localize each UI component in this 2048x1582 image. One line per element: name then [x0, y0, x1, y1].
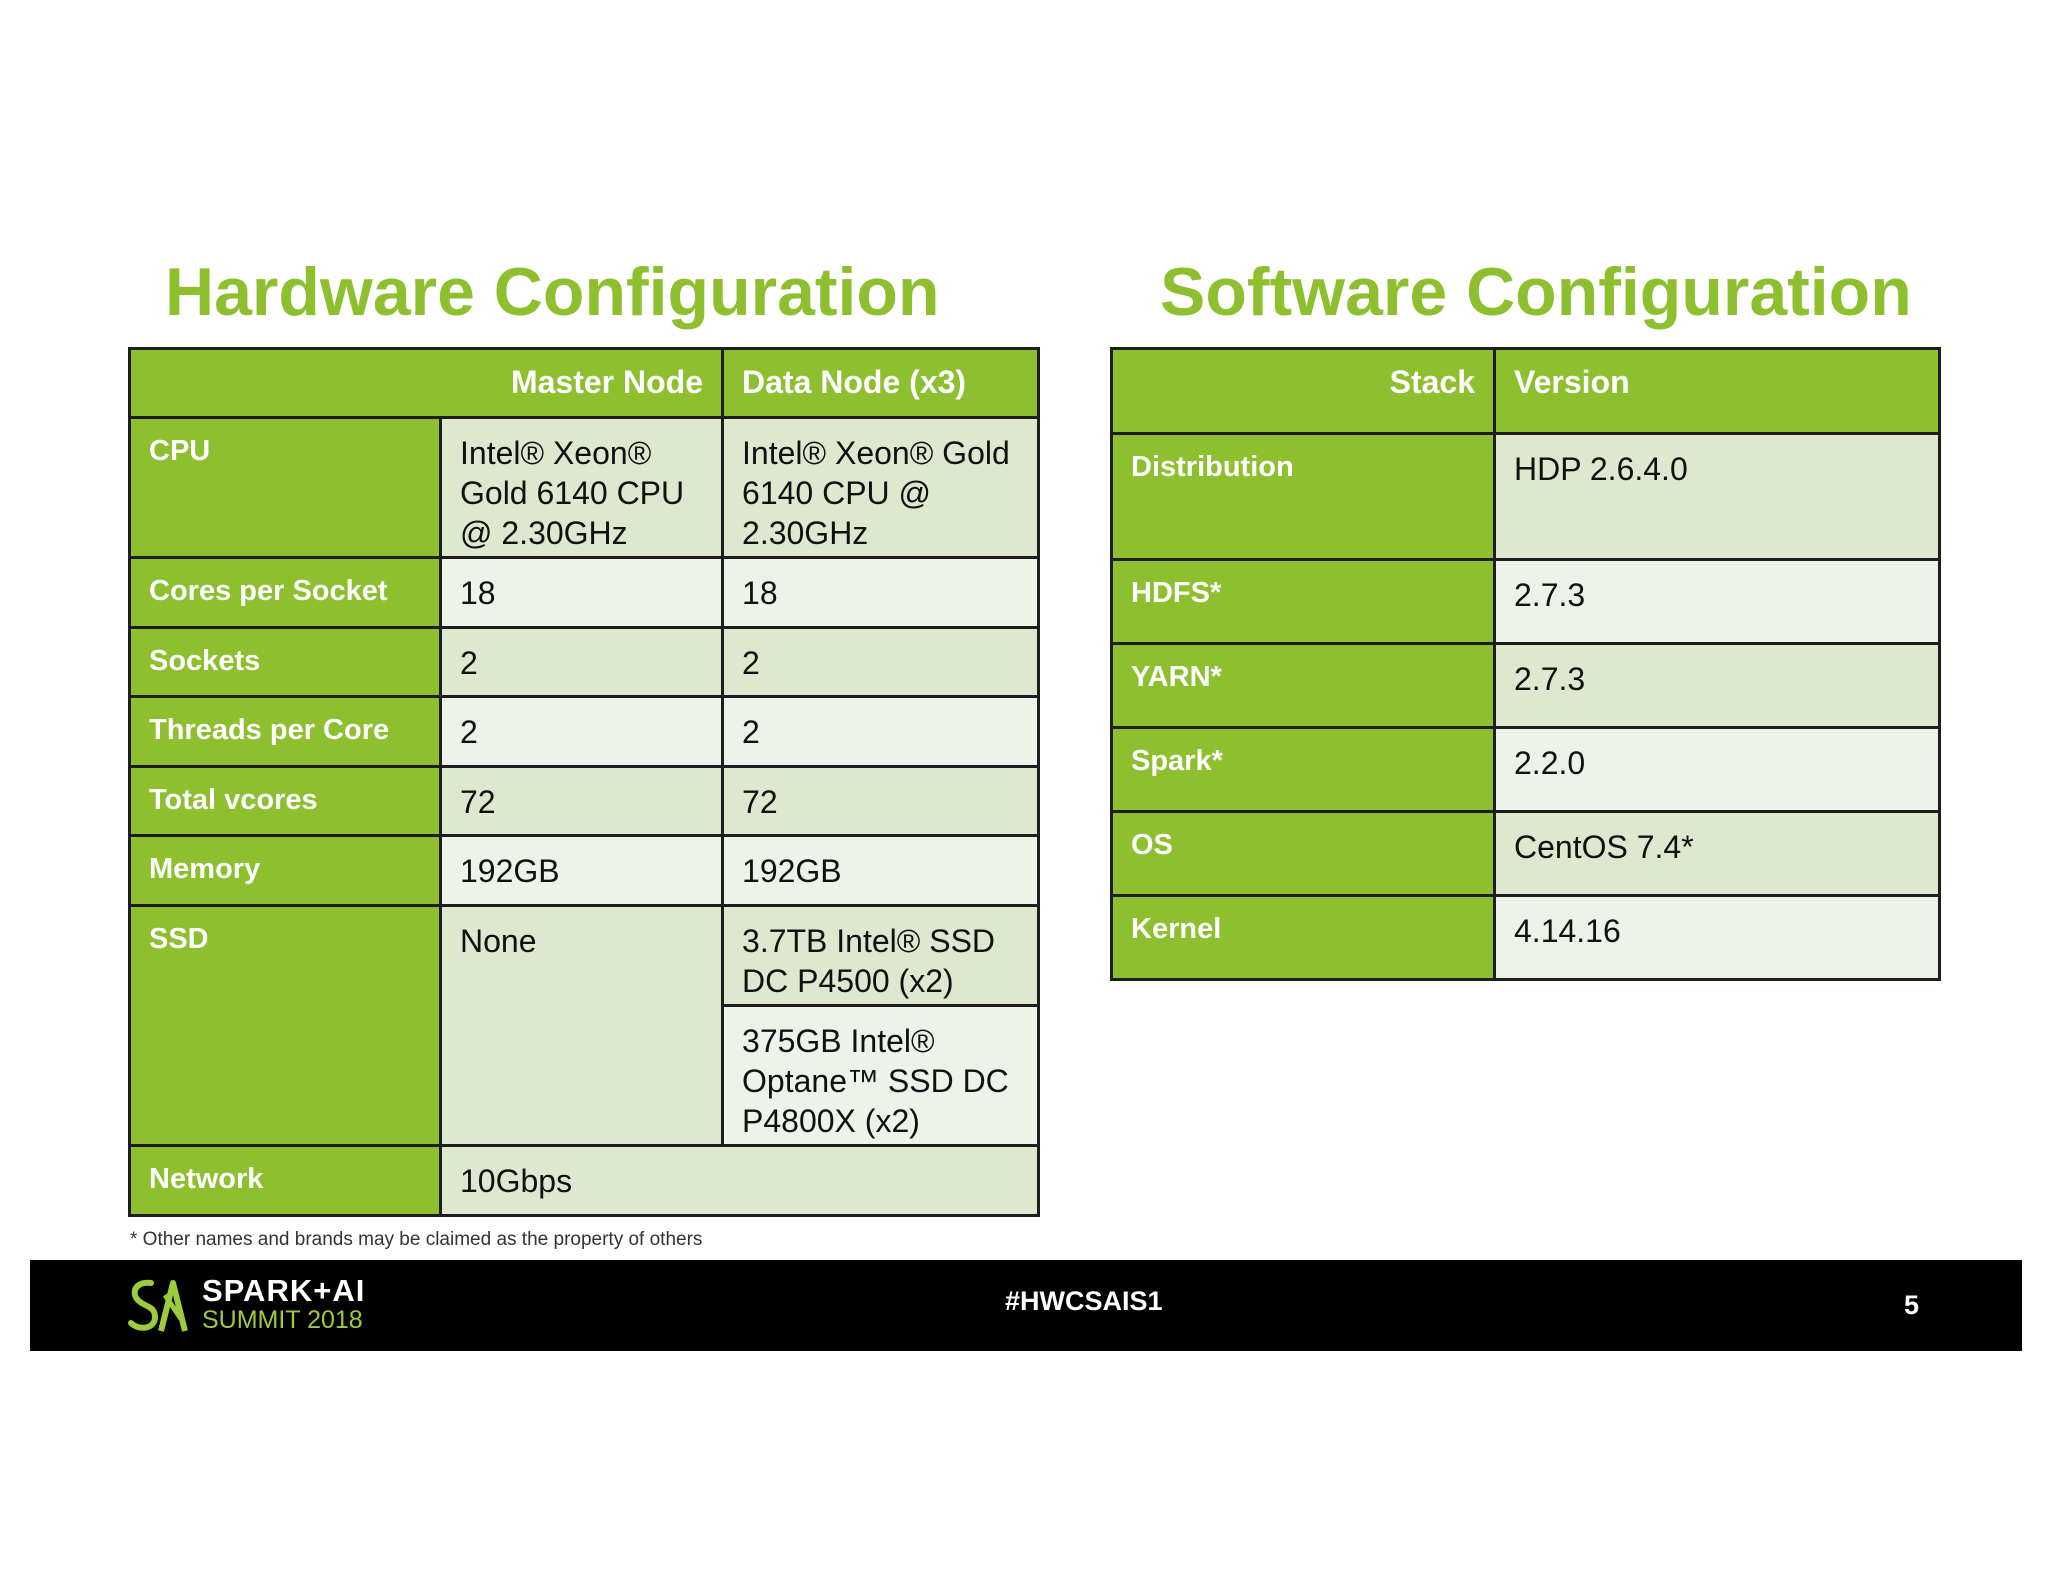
table-row: YARN* 2.7.3: [1110, 642, 1941, 729]
table-row: Distribution HDP 2.6.4.0: [1110, 432, 1941, 561]
table-row: HDFS* 2.7.3: [1110, 558, 1941, 645]
row-label-cpu: CPU: [128, 416, 442, 559]
footer-bar: SPARK+AI SUMMIT 2018 #HWCSAIS1 5: [30, 1260, 2022, 1351]
table-row: CPU Intel® Xeon® Gold 6140 CPU @ 2.30GHz…: [128, 416, 1041, 559]
cell-data-ssd-2: 375GB Intel® Optane™ SSD DC P4800X (x2): [721, 1004, 1041, 1147]
row-label-threads: Threads per Core: [128, 695, 442, 768]
row-label-sockets: Sockets: [128, 626, 442, 698]
row-label-vcores: Total vcores: [128, 765, 442, 837]
table-row: Spark* 2.2.0: [1110, 726, 1941, 813]
table-row: Kernel 4.14.16: [1110, 894, 1941, 981]
hashtag: #HWCSAIS1: [1005, 1286, 1163, 1316]
cell-data-cpu: Intel® Xeon® Gold 6140 CPU @ 2.30GHz: [721, 416, 1041, 559]
table-header-row: Stack Version: [1110, 347, 1941, 435]
cell-master-ssd: None: [438, 904, 725, 1147]
table-row: Memory 192GB 192GB: [128, 834, 1041, 907]
row-label-ssd: SSD: [128, 904, 442, 1147]
table-row: Cores per Socket 18 18: [128, 556, 1041, 629]
software-title: Software Configuration: [1160, 254, 1912, 330]
footnote: * Other names and brands may be claimed …: [130, 1229, 703, 1250]
row-label-yarn: YARN*: [1110, 642, 1496, 729]
row-label-spark: Spark*: [1110, 726, 1496, 813]
table-row: OS CentOS 7.4*: [1110, 810, 1941, 897]
table-header-row: Master Node Data Node (x3): [127, 347, 1041, 419]
table-row: Threads per Core 2 2: [128, 695, 1041, 768]
cell-data-ssd-1: 3.7TB Intel® SSD DC P4500 (x2): [721, 904, 1041, 1007]
cell-master-threads: 2: [438, 695, 725, 768]
logo-text-spark-ai: SPARK+AI: [202, 1273, 366, 1308]
row-label-distribution: Distribution: [1110, 432, 1496, 561]
cell-master-vcores: 72: [438, 765, 725, 837]
cell-version-yarn: 2.7.3: [1493, 642, 1941, 729]
cell-master-sockets: 2: [438, 626, 725, 698]
table-row: 375GB Intel® Optane™ SSD DC P4800X (x2): [130, 1004, 1041, 1147]
cell-data-sockets: 2: [721, 626, 1041, 698]
cell-version-hdfs: 2.7.3: [1493, 558, 1941, 645]
cell-master-cores: 18: [438, 556, 725, 629]
table-row: Total vcores 72 72: [128, 765, 1041, 837]
row-label-network: Network: [128, 1144, 442, 1217]
cell-data-memory: 192GB: [721, 834, 1041, 907]
cell-network: 10Gbps: [438, 1144, 1041, 1217]
cell-version-os: CentOS 7.4*: [1493, 810, 1941, 897]
row-label-hdfs: HDFS*: [1110, 558, 1496, 645]
row-label-memory: Memory: [128, 834, 442, 907]
cell-version-distribution: HDP 2.6.4.0: [1493, 432, 1941, 561]
cell-data-vcores: 72: [721, 765, 1041, 837]
page-number: 5: [1904, 1290, 1920, 1320]
table-row: Sockets 2 2: [128, 626, 1041, 698]
table-row: SSD None 3.7TB Intel® SSD DC P4500 (x2): [128, 904, 1041, 1147]
cell-version-kernel: 4.14.16: [1493, 894, 1941, 981]
cell-master-cpu: Intel® Xeon® Gold 6140 CPU @ 2.30GHz: [438, 416, 725, 559]
header-stack: Stack: [1110, 347, 1496, 435]
cell-version-spark: 2.2.0: [1493, 726, 1941, 813]
hardware-table: Master Node Data Node (x3) CPU Intel® Xe…: [127, 347, 1041, 1217]
header-master-node: Master Node: [127, 347, 725, 419]
cell-data-threads: 2: [721, 695, 1041, 768]
logo-text-summit: SUMMIT 2018: [202, 1306, 363, 1334]
header-data-node: Data Node (x3): [721, 347, 1041, 419]
row-label-cores: Cores per Socket: [128, 556, 442, 629]
cell-master-memory: 192GB: [438, 834, 725, 907]
hardware-title: Hardware Configuration: [165, 254, 940, 330]
table-row: Network 10Gbps: [128, 1144, 1041, 1217]
cell-data-cores: 18: [721, 556, 1041, 629]
row-label-os: OS: [1110, 810, 1496, 897]
row-label-kernel: Kernel: [1110, 894, 1496, 981]
spark-ai-summit-logo-icon: [128, 1279, 188, 1332]
software-table: Stack Version Distribution HDP 2.6.4.0 H…: [1110, 347, 1941, 981]
header-version: Version: [1493, 347, 1941, 435]
